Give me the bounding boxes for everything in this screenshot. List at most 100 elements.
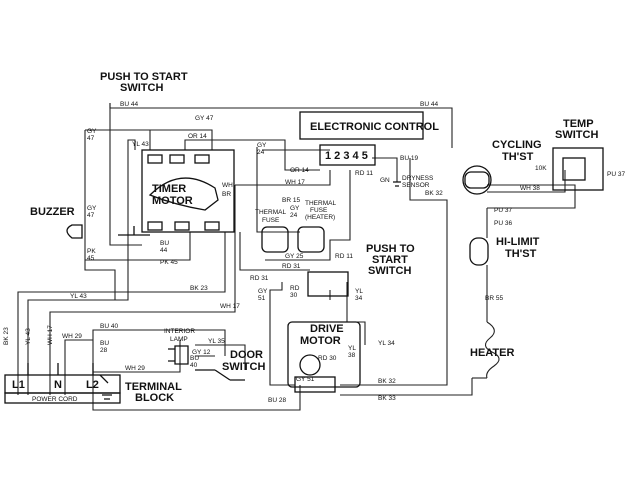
label-l2: L2 — [86, 379, 99, 391]
label-10k: 10K — [535, 165, 547, 172]
wire-pu37-a: PU 37 — [607, 171, 625, 178]
label-terminal-numbers: 1 2 3 4 5 — [325, 150, 368, 162]
label-fuse-1: FUSE — [262, 217, 280, 224]
wire-wh17-b: WH 17 — [220, 303, 240, 310]
wire-bk23-a: BK 23 — [190, 285, 208, 292]
wire-yl38: YL — [348, 345, 356, 352]
wire-wh17-c: WH 17 — [47, 325, 54, 345]
label-temp-switch: SWITCH — [555, 129, 598, 141]
label-cycling: CYCLING — [492, 139, 542, 151]
label-gn: GN — [380, 177, 390, 184]
label-door-switch: SWITCH — [222, 361, 265, 373]
wire-yl34-a2: 34 — [355, 295, 363, 302]
label-drive-motor: MOTOR — [300, 335, 341, 347]
label-start-mid: START — [372, 254, 408, 266]
thermal-fuse-1 — [261, 226, 289, 253]
wire-bu44-c2: 44 — [160, 247, 168, 254]
cycling-thermostat — [462, 165, 492, 195]
drive-motor-box — [287, 321, 361, 388]
interior-lamp-symbol — [168, 345, 189, 365]
wire-gy24-a2: 24 — [257, 149, 265, 156]
wire-rd30-b: RD 30 — [318, 355, 337, 362]
wire-wh17-a: WH 17 — [285, 179, 305, 186]
wire-yl38-2: 38 — [348, 352, 356, 359]
label-switch-top: SWITCH — [120, 82, 163, 94]
label-thermal-1: THERMAL — [255, 209, 286, 216]
wire-br15: BR 15 — [282, 197, 300, 204]
wire-pu37-b: PU 37 — [494, 207, 512, 214]
wire-rd11-a: RD 11 — [355, 170, 373, 177]
label-power-cord: POWER CORD — [32, 396, 78, 403]
label-timer: TIMER — [152, 183, 186, 195]
label-l1: L1 — [12, 379, 25, 391]
wire-wh29-b: WH 29 — [125, 365, 145, 372]
wire-yl35: YL 35 — [208, 338, 225, 345]
label-timer-motor: MOTOR — [152, 195, 193, 207]
wire-br55: BR 55 — [485, 295, 503, 302]
label-n: N — [54, 379, 62, 391]
timer-motor-box — [141, 149, 235, 233]
wire-bu28-a: BU — [100, 340, 109, 347]
wire-pk45-b: PK 45 — [160, 259, 178, 266]
wire-pk45-a: PK — [87, 248, 96, 255]
wire-gy47-a: GY — [87, 128, 97, 135]
label-hi-limit-thst: TH'ST — [505, 248, 537, 260]
wire-labels: BU 44 BU 44 GY 47 GY 47 GY 47 OR 14 OR 1… — [3, 101, 625, 404]
wire-gy12: GY 12 — [192, 349, 211, 356]
wire-bu19: BU 19 — [400, 155, 418, 162]
wire-yl43-c: YL 43 — [25, 328, 32, 345]
label-cycling-thst: TH'ST — [502, 151, 534, 163]
label-push-to-start-top: PUSH TO START — [100, 71, 188, 83]
power-cord-box — [4, 392, 121, 404]
wire-gy47-a2: 47 — [87, 135, 95, 142]
wire-gy47-b: GY 47 — [195, 115, 214, 122]
hi-limit-thermostat — [469, 237, 489, 266]
wire-bu40-b: BU — [190, 355, 199, 362]
wire-yl34-b: YL 34 — [378, 340, 395, 347]
wire-or14-a: OR 14 — [188, 133, 207, 140]
label-fuse-2: FUSE — [310, 207, 328, 214]
label-door: DOOR — [230, 349, 263, 361]
label-block: BLOCK — [135, 392, 174, 404]
wire-gy24-b: GY — [290, 205, 300, 212]
wire-bk23-b: BK 23 — [3, 327, 10, 345]
wire-gy51-a: GY — [258, 288, 268, 295]
wire-yl43-a: YL 43 — [132, 141, 149, 148]
wire-rd31-b: RD 31 — [250, 275, 269, 282]
door-switch-symbol — [195, 369, 245, 381]
wire-yl34-a: YL — [355, 288, 363, 295]
wire-yl43-b: YL 43 — [70, 293, 87, 300]
label-dryness-1: DRYNESS — [402, 175, 434, 182]
label-interior: INTERIOR — [164, 328, 195, 335]
wire-wh29-a: WH 29 — [62, 333, 82, 340]
label-push-to-mid: PUSH TO — [366, 243, 415, 255]
electronic-control-box — [299, 111, 424, 140]
component-labels: PUSH TO START SWITCH ELECTRONIC CONTROL … — [12, 71, 598, 404]
label-heater-paren: (HEATER) — [305, 214, 335, 221]
label-br: BR — [222, 191, 231, 198]
wire-bu44-a: BU 44 — [120, 101, 138, 108]
label-dryness-2: SENSOR — [402, 182, 430, 189]
label-terminal: TERMINAL — [125, 381, 182, 393]
label-drive: DRIVE — [310, 323, 344, 335]
wire-rd31-a: RD 31 — [282, 263, 301, 270]
wire-rd11-b: RD 11 — [335, 253, 353, 260]
wire-wh38: WH 38 — [520, 185, 540, 192]
wire-bu28-b: BU 28 — [268, 397, 286, 404]
wire-bu44-b: BU 44 — [420, 101, 438, 108]
wire-bu40-b2: 40 — [190, 362, 198, 369]
label-buzzer: BUZZER — [30, 206, 75, 218]
label-heater: HEATER — [470, 347, 514, 359]
label-hi-limit: HI-LIMIT — [496, 236, 540, 248]
wire-gy47-c: GY — [87, 205, 97, 212]
wire-rd30-a2: 30 — [290, 292, 298, 299]
label-temp: TEMP — [563, 118, 594, 130]
label-thermal-2: THERMAL — [305, 200, 336, 207]
temp-switch-box — [552, 147, 604, 191]
thermal-fuse-heater — [297, 226, 325, 253]
wire-bk32-a: BK 32 — [425, 190, 443, 197]
label-electronic-control: ELECTRONIC CONTROL — [310, 121, 439, 133]
wire-pk45-a2: 45 — [87, 255, 95, 262]
wire-gy24-b2: 24 — [290, 212, 298, 219]
